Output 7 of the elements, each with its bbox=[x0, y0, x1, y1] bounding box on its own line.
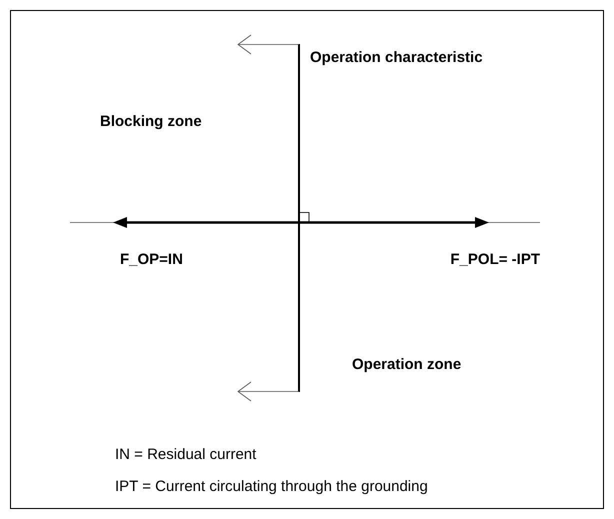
axis-label: F_POL= -IPT bbox=[450, 251, 540, 269]
axis-label: Operation characteristic bbox=[310, 49, 483, 67]
legend-note: IPT = Current circulating through the grounding bbox=[115, 478, 428, 496]
axis-label: F_OP=IN bbox=[120, 251, 183, 269]
zone-label: Operation zone bbox=[352, 356, 462, 374]
legend-note: IN = Residual current bbox=[115, 446, 256, 464]
zone-label: Blocking zone bbox=[100, 113, 202, 131]
